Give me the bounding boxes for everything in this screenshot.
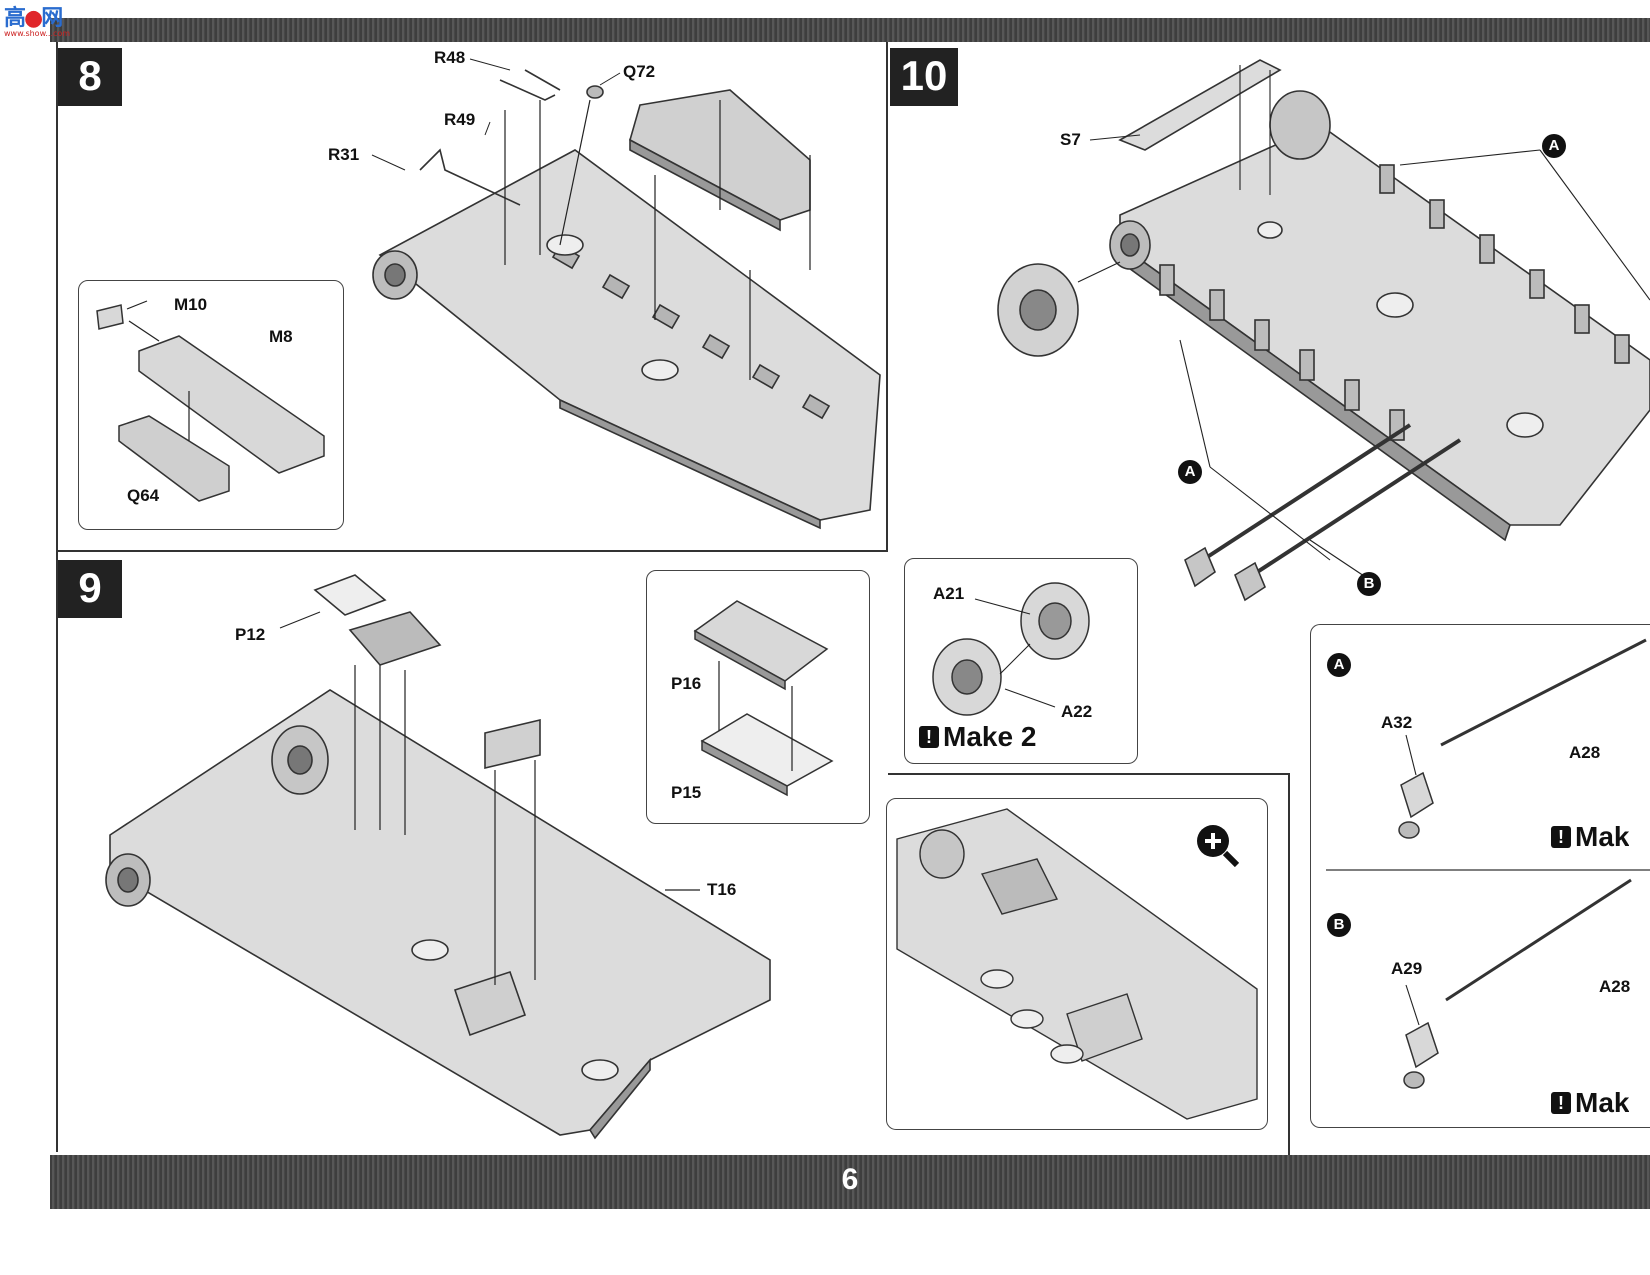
inset-p15-p16-drawing — [693, 600, 834, 797]
label-a28-top: A28 — [1569, 743, 1601, 762]
make-note-b-text: Mak — [1575, 1087, 1630, 1118]
make-2-text: Make 2 — [943, 721, 1037, 752]
make-note-a-text: Mak — [1575, 821, 1630, 852]
label-t16: T16 — [707, 880, 737, 899]
zoom-magnify-icon — [1193, 821, 1240, 868]
torsion-bar-drawing — [1326, 638, 1650, 1089]
sprocket-drawing — [932, 582, 1090, 716]
label-a32: A32 — [1381, 713, 1413, 732]
zoom-detail-inset — [886, 798, 1268, 1130]
label-m8: M8 — [269, 327, 293, 346]
marker-b-sub: B — [1327, 913, 1351, 937]
page-number: 6 — [841, 1163, 859, 1196]
label-a29: A29 — [1391, 959, 1423, 978]
make-2-note: ! Make 2 — [919, 721, 1036, 753]
divider-zoom-right — [1288, 773, 1290, 1155]
inset-m8-drawing — [96, 300, 325, 502]
exclamation-icon: ! — [919, 726, 939, 748]
footer-band: 6 — [50, 1155, 1650, 1209]
torsion-bar-subassembly-panel: A A32 A28 ! Mak B A29 A28 ! Mak — [1310, 624, 1650, 1128]
divider-step8-right — [886, 42, 888, 552]
divider-left — [56, 42, 58, 1152]
step-9-number: 9 — [58, 560, 122, 618]
zoom-detail-drawing — [896, 808, 1258, 1120]
step-8-inset: M10 M8 Q64 — [78, 280, 344, 530]
label-a22: A22 — [1061, 702, 1093, 721]
step-8-number: 8 — [58, 48, 122, 106]
site-logo: 高●网 www.show...com — [4, 6, 71, 38]
marker-b: B — [1357, 572, 1381, 596]
divider-step10-bottom — [888, 773, 1288, 775]
label-q72: Q72 — [623, 62, 656, 81]
marker-a-top: A — [1542, 134, 1566, 158]
sprocket-inset: A21 A22 ! Make 2 — [904, 558, 1138, 764]
label-r49: R49 — [444, 110, 476, 129]
divider-step8-bottom — [56, 550, 888, 552]
header-band — [50, 18, 1650, 42]
label-a28-bottom: A28 — [1599, 977, 1631, 996]
label-a21: A21 — [933, 584, 965, 603]
label-r31: R31 — [328, 145, 360, 164]
step-10-number: 10 — [890, 48, 958, 106]
label-p16: P16 — [671, 674, 702, 693]
exclamation-icon-b: ! — [1551, 1092, 1571, 1114]
step-9-inset: P16 P15 — [646, 570, 870, 824]
label-p12: P12 — [235, 625, 266, 644]
label-m10: M10 — [174, 295, 208, 314]
marker-a-sub: A — [1327, 653, 1351, 677]
label-p15: P15 — [671, 783, 702, 802]
exclamation-icon-a: ! — [1551, 826, 1571, 848]
label-q64: Q64 — [127, 486, 160, 505]
marker-a-left: A — [1178, 460, 1202, 484]
label-s7: S7 — [1060, 130, 1081, 149]
label-r48: R48 — [434, 48, 466, 67]
make-note-a: ! Mak — [1551, 821, 1629, 853]
make-note-b: ! Mak — [1551, 1087, 1629, 1119]
